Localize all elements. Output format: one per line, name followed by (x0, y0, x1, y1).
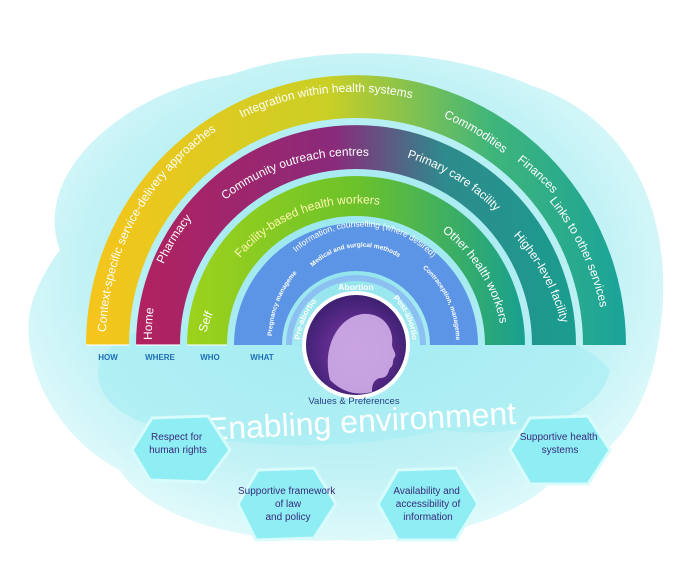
abortion-label: Abortion (338, 282, 373, 292)
how-ring (86, 75, 626, 346)
face-profile-icon (327, 313, 396, 394)
pillar-label-line: of law (275, 499, 302, 510)
row-label-what: WHAT (250, 353, 274, 362)
where-item-1: Home (141, 306, 157, 340)
values-preferences-label: Values & Preferences (308, 396, 399, 407)
pillar-label-line: information (403, 512, 452, 523)
what-ring (234, 223, 478, 345)
pillar-label: Respect for human rights (149, 432, 207, 456)
pillar-label-line: and policy (265, 512, 310, 523)
pillar-label-line: systems (542, 445, 579, 456)
pillar-respect-human-rights: Respect for human rights (130, 414, 232, 484)
where-ring (136, 125, 576, 346)
pillar-label-line: human rights (149, 445, 207, 456)
row-label-how: HOW (98, 353, 118, 362)
pillar-label: Supportive health systems (520, 432, 601, 456)
row-label-where: WHERE (145, 353, 175, 362)
pillar-supportive-health-systems: Supportive health systems (508, 414, 612, 486)
who-ring (187, 176, 525, 345)
row-label-who: WHO (200, 353, 220, 362)
pillar-label-line: accessibility of (396, 499, 461, 510)
